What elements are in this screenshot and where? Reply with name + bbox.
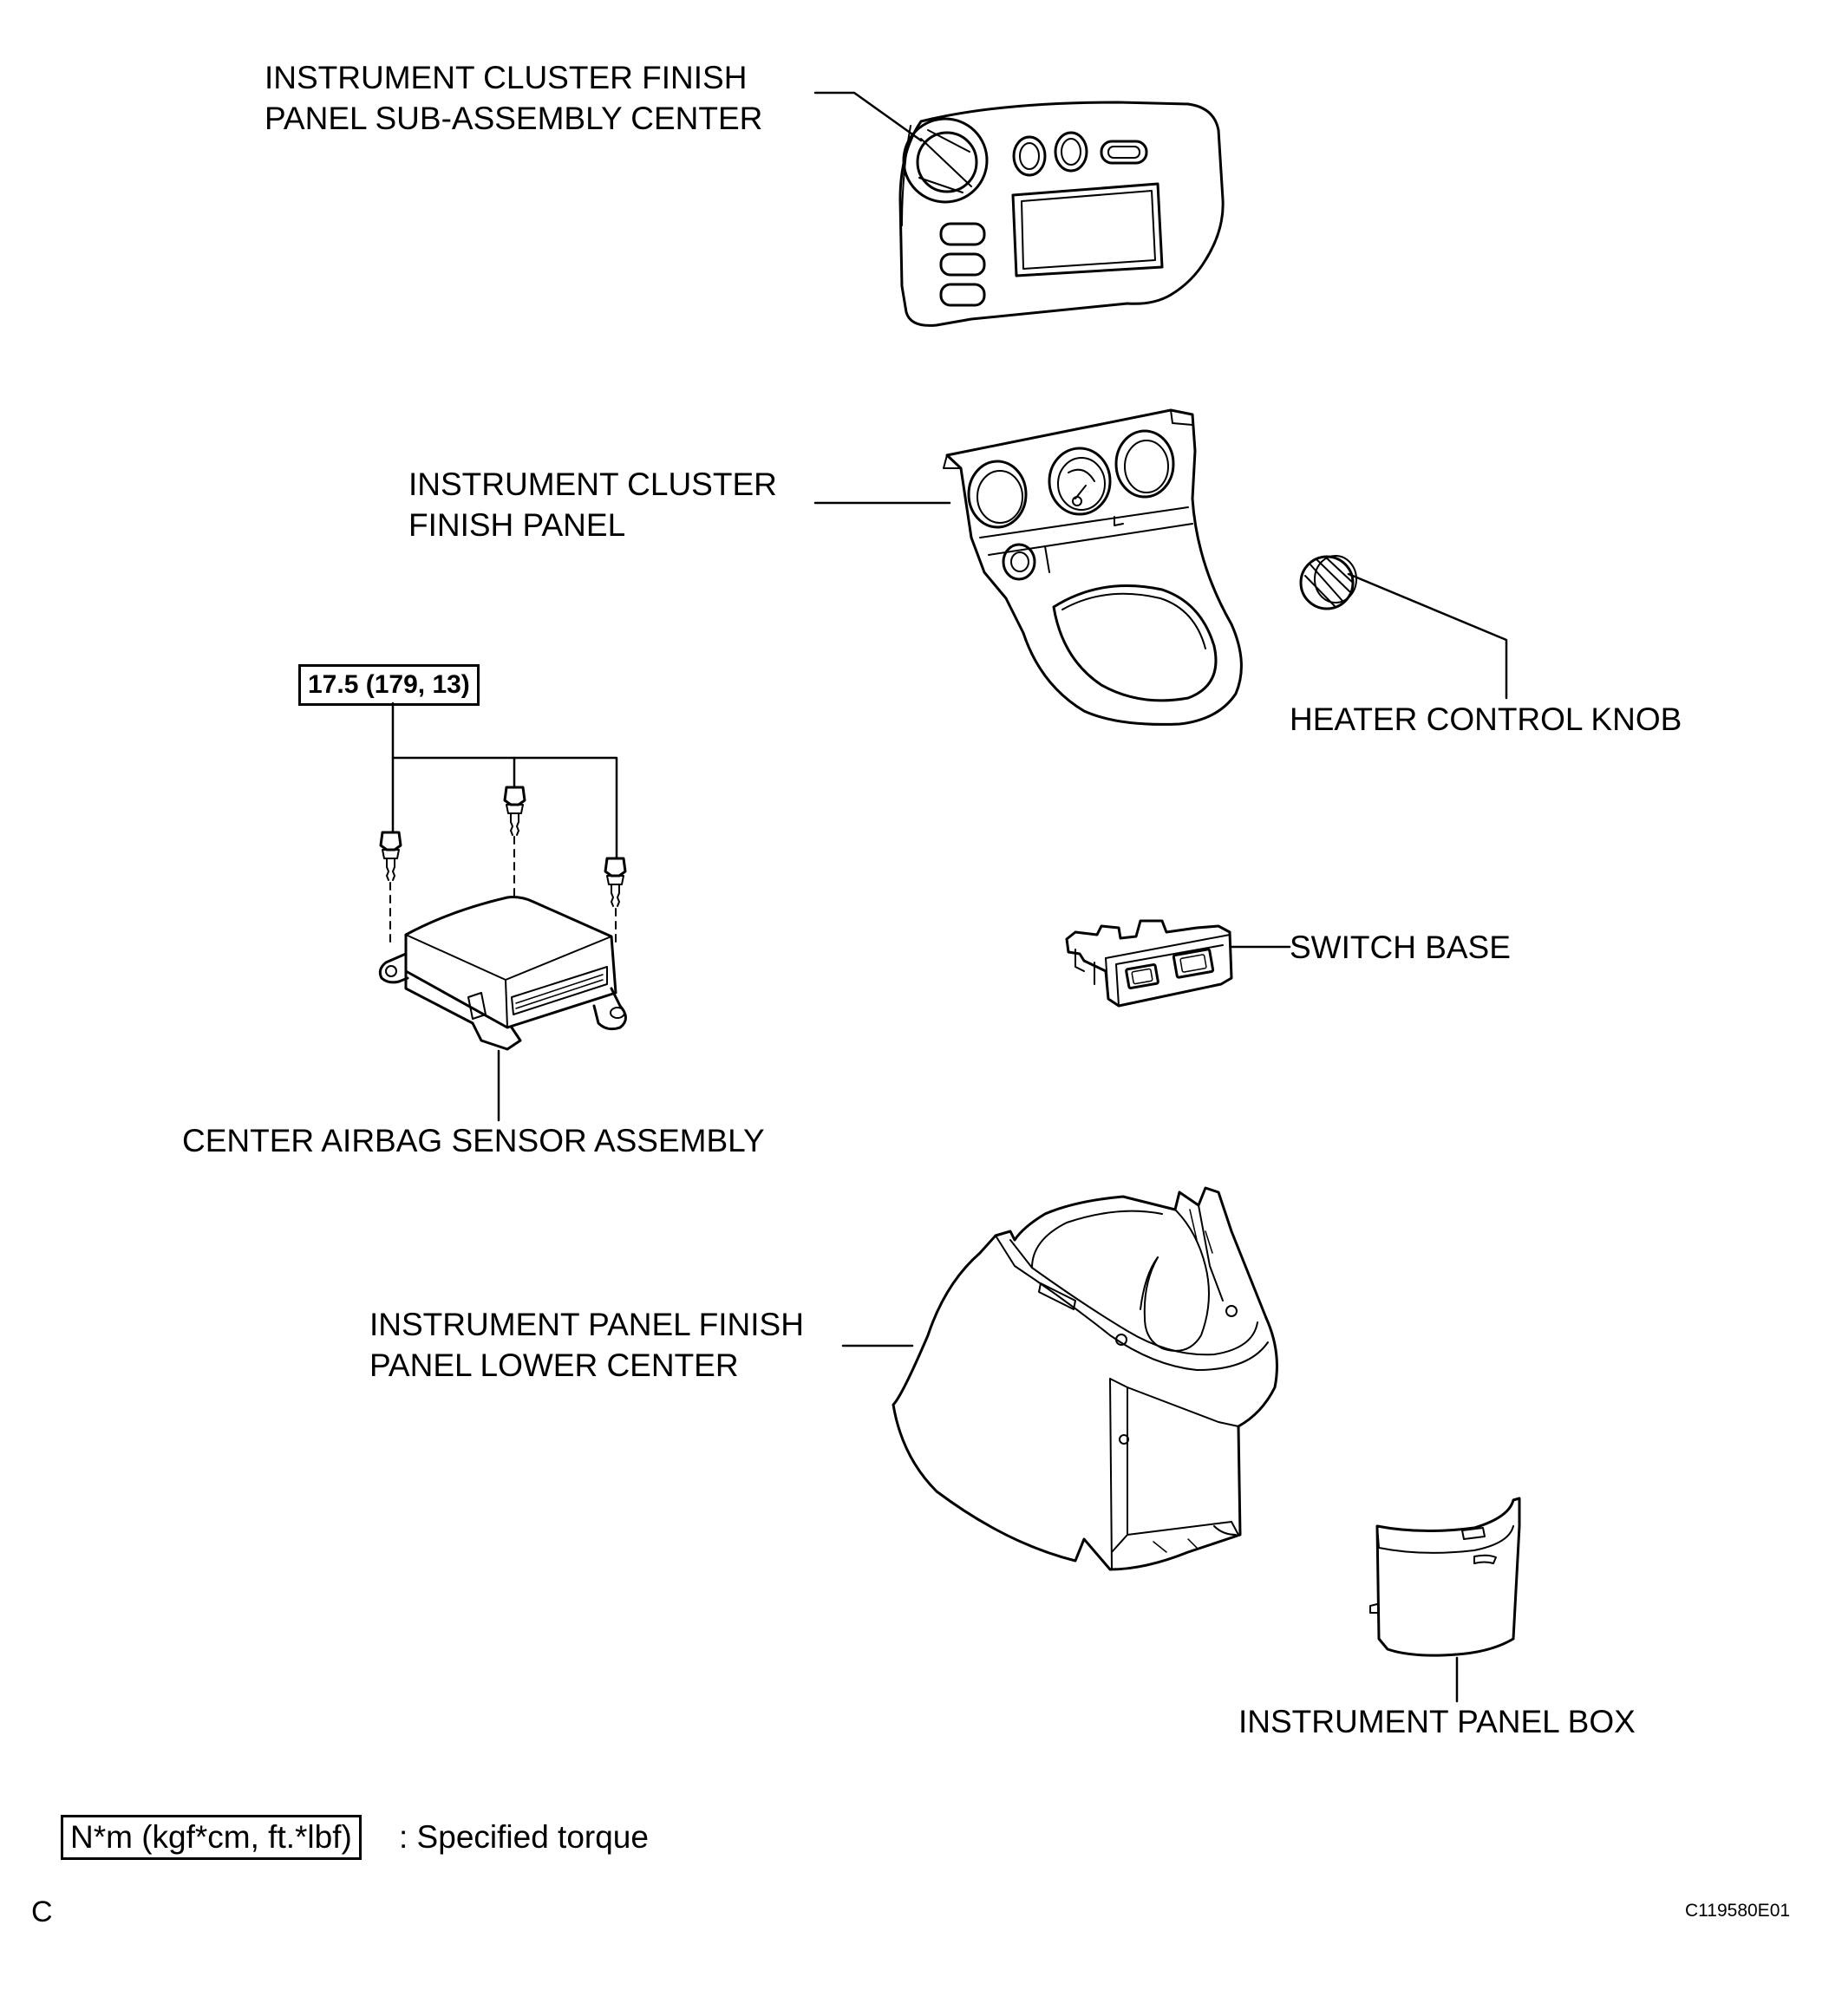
corner-letter: C [31, 1895, 53, 1928]
label-heater-knob: HEATER CONTROL KNOB [1290, 701, 1682, 737]
label-lower-center-line2: PANEL LOWER CENTER [369, 1347, 739, 1383]
figure-code: C119580E01 [1685, 1901, 1791, 1921]
lower-center-panel-drawing [892, 1186, 1278, 1571]
label-cluster-panel-line2: FINISH PANEL [408, 507, 626, 543]
bolt-middle [503, 786, 526, 836]
label-cluster-panel-line1: INSTRUMENT CLUSTER [408, 466, 777, 502]
label-switch-base: SWITCH BASE [1290, 930, 1511, 965]
label-airbag-sensor: CENTER AIRBAG SENSOR ASSEMBLY [182, 1123, 765, 1158]
label-cluster-panel: INSTRUMENT CLUSTER FINISH PANEL [408, 464, 777, 545]
cluster-finish-panel-drawing [943, 408, 1243, 726]
cluster-center-leader [813, 91, 923, 142]
switch-base-drawing [1065, 919, 1233, 1008]
heater-knob-leader [1347, 572, 1508, 700]
heater-knob-drawing [1299, 555, 1357, 610]
torque-value-box: 17.5 (179, 13) [298, 664, 480, 706]
legend-torque-unit-box: N*m (kgf*cm, ft.*lbf) [61, 1815, 362, 1860]
bolt-right [604, 857, 627, 907]
panel-box-drawing [1369, 1497, 1521, 1657]
cluster-center-panel-drawing [898, 101, 1225, 327]
torque-bracket [391, 701, 618, 860]
label-cluster-center: INSTRUMENT CLUSTER FINISH PANEL SUB-ASSE… [265, 57, 762, 139]
airbag-sensor-drawing [378, 786, 627, 1051]
label-cluster-center-line2: PANEL SUB-ASSEMBLY CENTER [265, 101, 763, 136]
legend-description: : Specified torque [399, 1819, 649, 1855]
label-lower-center: INSTRUMENT PANEL FINISH PANEL LOWER CENT… [369, 1304, 804, 1386]
bolt-left [379, 831, 402, 881]
label-lower-center-line1: INSTRUMENT PANEL FINISH [369, 1307, 804, 1342]
label-panel-box: INSTRUMENT PANEL BOX [1238, 1704, 1636, 1739]
label-cluster-center-line1: INSTRUMENT CLUSTER FINISH [265, 60, 748, 95]
